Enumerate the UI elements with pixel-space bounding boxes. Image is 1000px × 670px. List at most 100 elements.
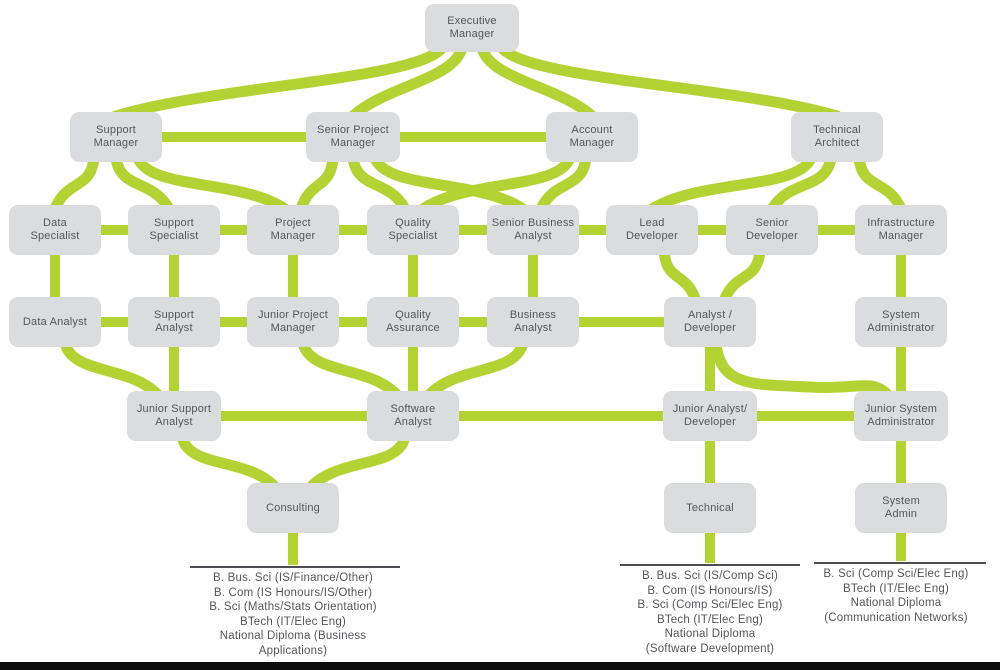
qualification-line: (Software Development) [645,642,775,655]
node-label: System Administrator [867,309,935,334]
node-label: Infrastructure Manager [867,217,935,242]
node-ta: Technical Architect [791,112,883,162]
edge-jpm-swa [297,337,403,401]
node-ad: Analyst / Developer [664,297,756,347]
node-swa: Software Analyst [367,391,459,441]
node-label: Lead Developer [626,217,678,242]
node-ld: Lead Developer [606,205,698,255]
qualification-line: (Communication Networks) [824,611,968,624]
node-label: Data Analyst [22,315,88,328]
node-label: Junior System Administrator [864,403,938,428]
node-ds: Data Specialist [9,205,101,255]
consulting-path-rule [190,566,400,568]
node-jsa: Junior Support Analyst [127,391,221,441]
node-jpm: Junior Project Manager [247,297,339,347]
node-label: Junior Support Analyst [136,403,212,428]
node-im: Infrastructure Manager [855,205,947,255]
edge-em-ta [496,42,843,122]
edge-ld-ad [658,245,702,307]
node-sba: Senior Business Analyst [487,205,579,255]
qualification-line: B. Bus. Sci (IS/Comp Sci) [641,570,778,582]
edge-sm-ss [110,152,175,215]
edge-jsa-con [176,431,281,493]
edge-ba-swa [423,337,529,401]
qualification-line: National Diploma (Business [219,630,367,643]
node-am: Account Manager [546,112,638,162]
node-label: System Admin [882,495,920,520]
node-ss: Support Specialist [128,205,220,255]
node-label: Senior Business Analyst [491,217,575,242]
qualification-line: B. Sci (Maths/Stats Orientation) [209,601,377,614]
node-label: Software Analyst [390,403,436,428]
node-label: Analyst / Developer [684,309,736,334]
node-spm: Senior Project Manager [306,112,400,162]
node-label: Support Analyst [154,309,194,334]
node-label: Data Specialist [30,217,80,242]
node-sadm: System Admin [855,483,947,533]
edge-sd-ad [718,245,766,307]
edge-ta-ld [646,152,817,215]
node-qs: Quality Specialist [367,205,459,255]
system-admin-path-rule [814,562,986,564]
qualification-line: National Diploma [850,597,942,610]
edge-spm-pm [295,152,339,215]
node-label: Business Analyst [509,309,557,334]
edge-spm-qs [347,152,411,215]
node-em: Executive Manager [425,4,519,52]
technical-path-rule [620,564,800,566]
node-label: Executive Manager [447,15,497,40]
node-sm: Support Manager [70,112,162,162]
qualification-line: B. Bus. Sci (IS/Finance/Other) [212,572,374,584]
footer-bar [0,662,1000,670]
edge-sm-ds [49,152,100,215]
node-label: Junior Project Manager [257,309,329,334]
technical-path-qualifications: B. Bus. Sci (IS/Comp Sci) B. Com (IS Hono… [600,569,820,657]
node-qa: Quality Assurance [367,297,459,347]
node-sd: Senior Developer [726,205,818,255]
node-pm: Project Manager [247,205,339,255]
node-label: Senior Project Manager [317,124,389,149]
qualification-line: BTech (IT/Elec Eng) [842,582,950,595]
edge-swa-con [305,431,411,493]
edge-ta-sd [766,152,837,215]
node-label: Quality Assurance [386,309,440,334]
qualification-line: B. Sci (Comp Sci/Elec Eng) [637,599,783,612]
node-tech: Technical [664,483,756,533]
edge-em-spm [347,42,468,122]
node-label: Junior Analyst/ Developer [672,403,748,428]
edge-ad-jsys [710,337,894,401]
edge-sm-pm [132,152,291,215]
edge-am-qs [417,152,576,215]
qualification-line: B. Sci (Comp Sci/Elec Eng) [823,568,969,580]
node-con: Consulting [247,483,339,533]
node-label: Consulting [266,501,320,514]
qualification-line: BTech (IT/Elec Eng) [656,613,764,626]
node-label: Support Specialist [149,217,199,242]
node-ba: Business Analyst [487,297,579,347]
node-sysadm: System Administrator [855,297,947,347]
node-jad: Junior Analyst/ Developer [663,391,757,441]
node-label: Technical Architect [813,124,861,149]
node-label: Technical [686,501,734,514]
node-da: Data Analyst [9,297,101,347]
qualification-line: BTech (IT/Elec Eng) [239,615,347,628]
node-label: Quality Specialist [388,217,438,242]
system-admin-path-qualifications: B. Sci (Comp Sci/Elec Eng) BTech (IT/Elec… [792,567,1000,625]
node-label: Senior Developer [746,217,798,242]
qualification-line: National Diploma [664,628,756,641]
edge-am-sba [535,152,592,215]
edge-spm-sba [369,152,529,215]
node-label: Support Manager [93,124,139,149]
edge-em-sm [110,42,448,122]
qualification-line: Applications) [258,644,328,657]
consulting-path-qualifications: B. Bus. Sci (IS/Finance/Other) B. Com (IS… [178,571,408,659]
qualification-line: B. Com (IS Honours/IS) [647,584,773,597]
edge-em-am [476,42,598,122]
qualification-line: B. Com (IS Honours/IS/Other) [213,586,373,599]
node-label: Account Manager [569,124,615,149]
node-sa: Support Analyst [128,297,220,347]
node-jsys: Junior System Administrator [854,391,948,441]
edge-da-jsa [59,337,164,401]
